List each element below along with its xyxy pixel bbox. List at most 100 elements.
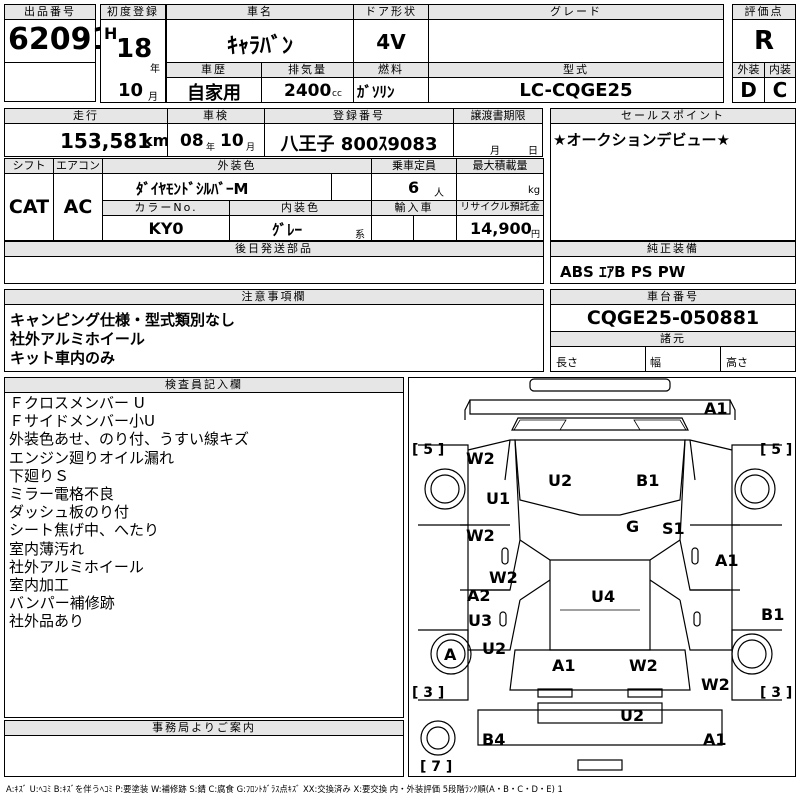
damage-mark: W2 <box>629 656 658 675</box>
damage-mark: U2 <box>548 471 572 490</box>
displacement: 2400 <box>284 81 332 101</box>
recycle-cell <box>456 215 544 241</box>
tire-rear-right-depth: [ 3 ] <box>760 685 792 701</box>
damage-mark: W2 <box>466 449 495 468</box>
damage-mark: W2 <box>489 568 518 587</box>
ac-cell <box>53 173 103 241</box>
history: 自家用 <box>187 83 241 104</box>
exterior-label: 外装 <box>732 62 765 78</box>
color-label: 外装色 <box>102 158 372 174</box>
later-parts-label: 後日発送部品 <box>4 241 544 257</box>
tire-front-left-depth: [ 5 ] <box>412 442 444 458</box>
ac-label: エアコン <box>53 158 103 174</box>
damage-mark: U2 <box>482 639 506 658</box>
interior-label: 内装 <box>764 62 796 78</box>
displacement-cell <box>261 77 354 103</box>
max-load-label: 最大積載量 <box>456 158 544 174</box>
damage-mark: G <box>626 517 639 536</box>
capacity-label: 乗車定員 <box>371 158 457 174</box>
capacity: 6 <box>408 178 420 197</box>
recycle-label: リサイクル預託金 <box>456 200 544 216</box>
notes-label: 注意事項欄 <box>4 289 544 305</box>
inspector-line: Ｆサイドメンバー小U <box>9 412 155 431</box>
interior-color-unit: 系 <box>355 230 365 241</box>
inspector-line: 下廻りＳ <box>9 466 70 485</box>
score-label: 評価点 <box>732 4 796 20</box>
legend: A:ｷｽﾞ U:ﾍｺﾐ B:ｷｽﾞを伴うﾍｺﾐ P:要塗装 W:補修跡 S:錆 … <box>6 784 563 794</box>
spare-tire-depth: [ 7 ] <box>420 759 452 775</box>
damage-mark: W2 <box>466 526 495 545</box>
displacement-unit: cc <box>332 89 342 99</box>
damage-mark: A1 <box>704 399 728 418</box>
inspection-month-unit: 月 <box>246 143 256 153</box>
inspector-label: 検査員記入欄 <box>4 377 404 393</box>
name-label: 車名 <box>166 4 354 20</box>
notes-line: キャンピング仕様・型式類別なし <box>10 311 236 329</box>
lot-label: 出品番号 <box>4 4 96 20</box>
length-cell <box>550 346 646 372</box>
inspector-line: ダッシュ板のり付 <box>9 503 130 522</box>
interior-score: C <box>772 78 788 102</box>
max-load-unit: kg <box>528 185 541 196</box>
width-label: 幅 <box>650 356 661 369</box>
notes-cell <box>4 304 544 372</box>
mileage-label: 走行 <box>4 108 168 124</box>
interior-color: ｸﾞﾚｰ <box>272 221 303 239</box>
inspector-line: シート焦げ中、へたり <box>9 521 160 540</box>
inspection-year: 08 <box>180 131 204 151</box>
damage-mark: A1 <box>703 730 727 749</box>
equipment: ABS ｴｱB PS PW <box>560 263 686 281</box>
recycle-unit: 円 <box>531 230 541 240</box>
lot-blank-cell <box>4 62 96 102</box>
inspector-cell <box>4 392 404 718</box>
fuel-cell <box>353 77 429 103</box>
width-cell <box>645 346 721 372</box>
import-cell-b <box>413 215 457 241</box>
grade-label: グレード <box>428 4 724 20</box>
inspector-line: エンジン廻りオイル漏れ <box>9 448 175 467</box>
first-reg-cell <box>100 19 166 103</box>
interior-color-cell <box>229 215 372 241</box>
damage-mark: A <box>444 645 457 664</box>
color-cell-extra <box>331 173 372 201</box>
damage-mark: B1 <box>636 471 659 490</box>
later-parts-cell <box>4 256 544 284</box>
tire-front-right-depth: [ 5 ] <box>760 442 792 458</box>
inspection-month: 10 <box>220 131 244 151</box>
inspector-line: バンパー補修跡 <box>9 594 115 613</box>
inspector-line: 社外アルミホイール <box>9 557 144 576</box>
color-no-label: カラーNo. <box>102 200 230 216</box>
inspector-line: 社外品あり <box>9 612 85 631</box>
month-unit: 月 <box>148 92 158 103</box>
damage-mark: B1 <box>761 605 784 624</box>
shift-label: シフト <box>4 158 54 174</box>
model-label: 型式 <box>428 62 724 78</box>
color-no: KY0 <box>148 219 184 238</box>
sales-point: ★オークションデビュー★ <box>553 131 730 149</box>
notes-line: 社外アルミホイール <box>10 330 145 348</box>
mileage: 153,581 <box>60 129 152 153</box>
damage-mark: A1 <box>715 551 739 570</box>
interior-cell <box>764 77 796 103</box>
car-name: ｷｬﾗﾊﾞﾝ <box>226 34 293 59</box>
damage-mark: U4 <box>591 587 615 606</box>
door-label: ドア形状 <box>353 4 429 20</box>
interior-color-label: 内装色 <box>229 200 372 216</box>
lot-cell <box>4 19 96 63</box>
sales-cell <box>550 123 796 241</box>
inspection-cell <box>167 123 265 157</box>
mileage-unit: km <box>142 131 170 150</box>
damage-mark: U1 <box>486 489 510 508</box>
era: H <box>104 24 118 43</box>
plate-cell <box>264 123 454 157</box>
notes-line: キット車内のみ <box>10 349 116 367</box>
damage-mark: U2 <box>620 706 644 725</box>
damage-mark: S1 <box>662 519 685 538</box>
aircon: AC <box>63 196 93 218</box>
model-cell <box>428 77 724 103</box>
capacity-unit: 人 <box>434 188 444 199</box>
model: LC-CQGE25 <box>519 80 633 101</box>
inspector-line: ミラー電格不良 <box>9 485 115 504</box>
office-cell <box>4 735 404 777</box>
inspector-line: 外装色あせ、のり付、うすい線キズ <box>9 430 250 449</box>
